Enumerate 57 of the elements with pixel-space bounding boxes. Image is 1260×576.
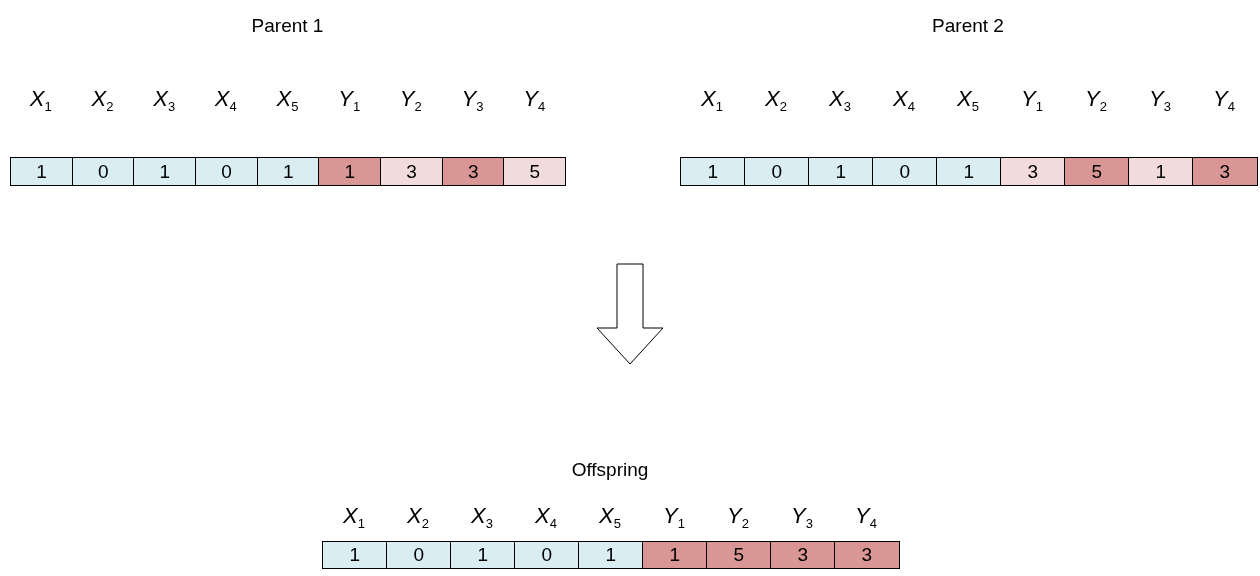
gene-cell: 1 bbox=[133, 157, 197, 186]
gene-cell: 1 bbox=[578, 541, 644, 569]
row-heading: Parent 1 bbox=[250, 15, 325, 37]
variable-label: Y$_{1}$ bbox=[337, 86, 362, 115]
gene-cell: 1 bbox=[318, 157, 382, 186]
gene-cell: 5 bbox=[503, 157, 567, 186]
row-heading: Offspring bbox=[570, 459, 650, 481]
variable-label: Y$_{3}$ bbox=[460, 86, 485, 115]
gene-cell: 3 bbox=[834, 541, 900, 569]
gene-cell: 1 bbox=[256, 157, 320, 186]
variable-label: X$_{3}$ bbox=[470, 503, 494, 532]
gene-cell: 0 bbox=[514, 541, 580, 569]
variable-label: Y$_{3}$ bbox=[1148, 86, 1172, 115]
variable-label: Y$_{2}$ bbox=[1084, 86, 1108, 115]
gene-cell: 3 bbox=[441, 157, 505, 186]
gene-cell: 0 bbox=[744, 157, 810, 186]
variable-label: X$_{3}$ bbox=[828, 86, 852, 115]
variable-label: X$_{1}$ bbox=[28, 86, 53, 115]
gene-cell: 3 bbox=[380, 157, 444, 186]
variable-label: Y$_{4}$ bbox=[1212, 86, 1236, 115]
variable-label: X$_{3}$ bbox=[152, 86, 177, 115]
gene-cell: 3 bbox=[1000, 157, 1066, 186]
gene-cell: 3 bbox=[1192, 157, 1258, 186]
variable-label: Y$_{2}$ bbox=[398, 86, 423, 115]
gene-cell: 3 bbox=[770, 541, 836, 569]
variable-label: X$_{4}$ bbox=[213, 86, 238, 115]
gene-cell: 1 bbox=[1128, 157, 1194, 186]
variable-label: X$_{2}$ bbox=[764, 86, 788, 115]
gene-cell: 0 bbox=[71, 157, 135, 186]
variable-label: X$_{2}$ bbox=[90, 86, 115, 115]
gene-cell: 0 bbox=[386, 541, 452, 569]
gene-cell: 1 bbox=[680, 157, 746, 186]
gene-cell: 1 bbox=[322, 541, 388, 569]
variable-label: Y$_{1}$ bbox=[662, 503, 686, 532]
variable-label: Y$_{4}$ bbox=[522, 86, 547, 115]
variable-label: X$_{2}$ bbox=[406, 503, 430, 532]
variable-label: X$_{1}$ bbox=[700, 86, 724, 115]
gene-cell: 5 bbox=[706, 541, 772, 569]
gene-cell: 1 bbox=[642, 541, 708, 569]
gene-cell: 0 bbox=[195, 157, 259, 186]
variable-label: X$_{5}$ bbox=[275, 86, 300, 115]
row-heading: Parent 2 bbox=[931, 15, 1005, 37]
variable-label: X$_{5}$ bbox=[956, 86, 980, 115]
variable-label: Y$_{3}$ bbox=[790, 503, 814, 532]
gene-cell: 1 bbox=[808, 157, 874, 186]
gene-cell: 1 bbox=[10, 157, 74, 186]
gene-cell: 5 bbox=[1064, 157, 1130, 186]
gene-cell: 0 bbox=[872, 157, 938, 186]
variable-label: X$_{4}$ bbox=[534, 503, 558, 532]
variable-label: Y$_{2}$ bbox=[726, 503, 750, 532]
variable-label: Y$_{4}$ bbox=[854, 503, 878, 532]
variable-label: X$_{5}$ bbox=[598, 503, 622, 532]
variable-label: X$_{1}$ bbox=[342, 503, 366, 532]
variable-label: X$_{4}$ bbox=[892, 86, 916, 115]
variable-label: Y$_{1}$ bbox=[1020, 86, 1044, 115]
gene-cell: 1 bbox=[450, 541, 516, 569]
gene-cell: 1 bbox=[936, 157, 1002, 186]
